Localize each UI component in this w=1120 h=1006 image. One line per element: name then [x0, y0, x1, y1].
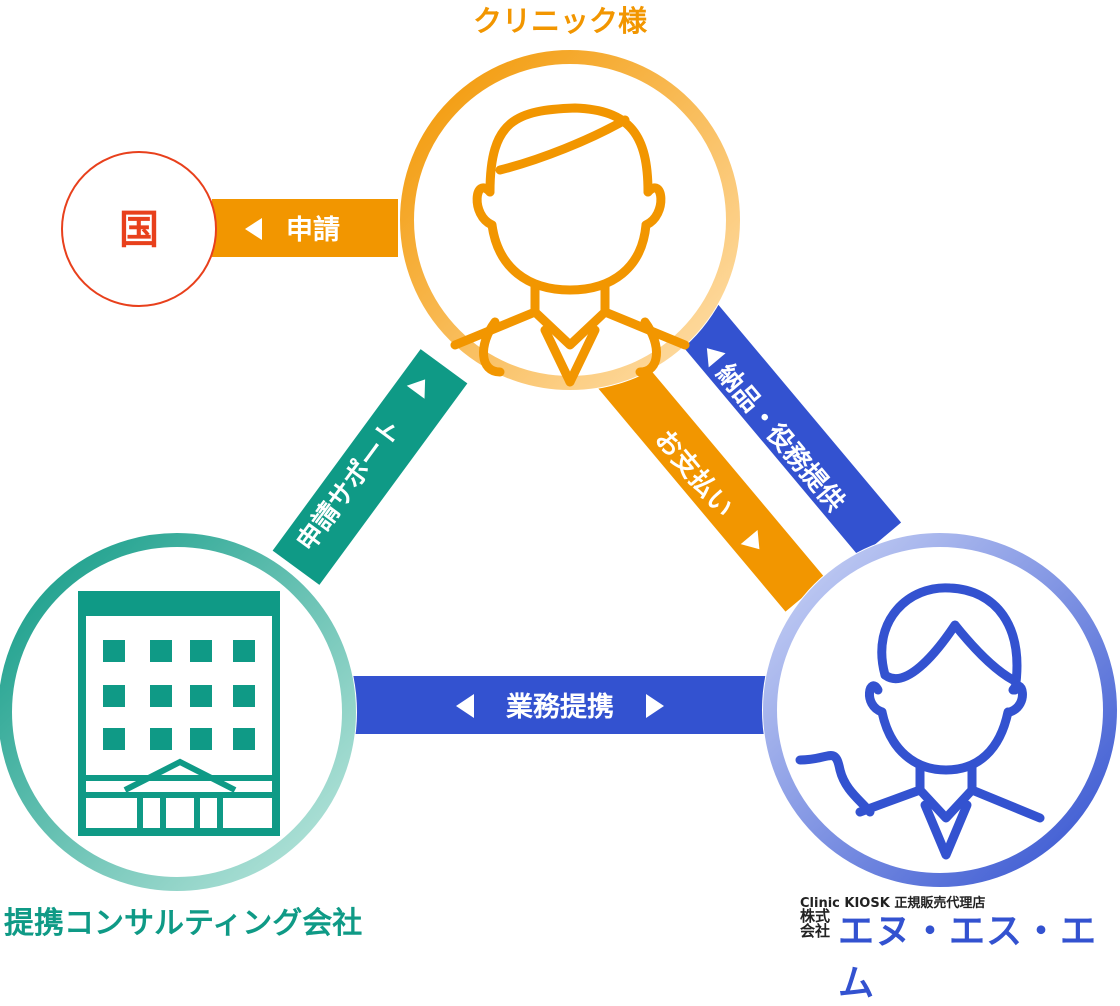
business-person-icon — [795, 583, 1045, 860]
apply-edge: 申請 — [245, 214, 340, 246]
arrow-left-icon — [456, 694, 474, 718]
ensm-corp-type: 株式 会社 — [800, 907, 831, 940]
ensm-node — [762, 532, 1118, 888]
arrow-right-icon — [740, 529, 760, 550]
government-label: 国 — [119, 207, 159, 253]
clinic-node — [399, 49, 741, 391]
relationship-diagram: 申請 申請サポート お支払い 納品・役務提供 業務提携 国 — [0, 49, 1118, 892]
delivery-band — [666, 292, 902, 558]
apply-label: 申請 — [286, 214, 340, 246]
arrow-left-icon — [706, 348, 726, 368]
partnership-edge: 業務提携 — [456, 692, 664, 723]
consulting-label: 提携コンサルティング会社 — [4, 906, 363, 941]
consulting-node — [0, 532, 357, 892]
arrow-left-icon — [245, 218, 262, 240]
apply-band — [212, 199, 398, 257]
ensm-name: エヌ・エス・エム — [838, 911, 1098, 1004]
payment-band — [592, 348, 826, 612]
ensm-tagline: Clinic KIOSK 正規販売代理店 — [800, 896, 986, 911]
office-building-icon — [78, 591, 280, 836]
arrow-right-icon — [406, 379, 426, 399]
government-node: 国 — [61, 151, 217, 307]
doctor-icon — [450, 103, 690, 387]
ensm-brand: Clinic KIOSK 正規販売代理店 株式 会社 エヌ・エス・エム — [800, 892, 1120, 1004]
partnership-band — [342, 676, 782, 734]
apply-support-band — [272, 349, 468, 585]
partnership-label: 業務提携 — [506, 692, 614, 723]
clinic-label: クリニック様 — [472, 4, 647, 38]
arrow-right-icon — [646, 694, 664, 718]
